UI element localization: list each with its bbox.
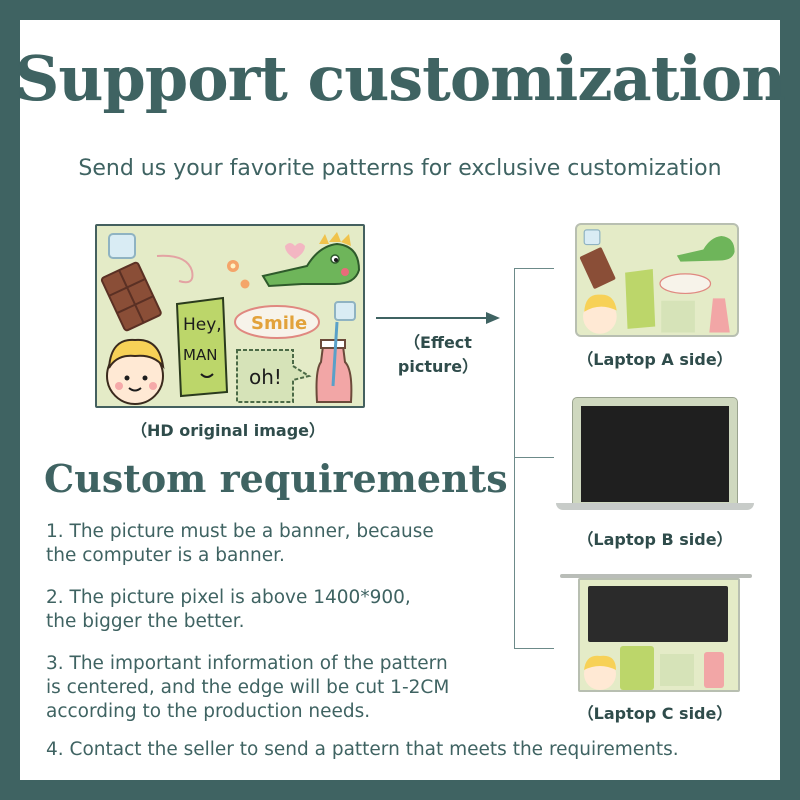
laptop-b-caption: （Laptop B side） <box>577 530 733 549</box>
requirement-4-line-1: 4. Contact the seller to send a pattern … <box>46 739 679 760</box>
effect-picture-caption: （Effect picture） <box>397 333 479 376</box>
laptop-a-caption: （Laptop A side） <box>577 350 733 369</box>
requirement-3-line-3: according to the production needs. <box>46 701 371 722</box>
requirement-item-1: 1. The picture must be a banner, because… <box>46 520 434 568</box>
cartoon-pattern-illustration: Hey, MAN Smile oh! <box>100 232 361 405</box>
requirement-item-4: 4. Contact the seller to send a pattern … <box>46 738 679 762</box>
bracket-tick-c <box>514 648 554 649</box>
bracket-tick-b <box>514 457 554 458</box>
requirements-heading: Custom requirements <box>44 456 508 501</box>
laptop-c-side-preview <box>578 578 740 692</box>
laptop-screen <box>581 406 729 502</box>
hd-original-caption: （HD original image） <box>130 421 326 440</box>
requirement-1-line-2: the computer is a banner. <box>46 545 285 566</box>
requirement-item-2: 2. The picture pixel is above 1400*900, … <box>46 586 411 634</box>
requirement-1-line-1: 1. The picture must be a banner, because <box>46 521 434 542</box>
hey-text: Hey, <box>183 315 222 335</box>
bracket-vertical <box>514 268 515 648</box>
oh-text: oh! <box>249 365 282 389</box>
arrow-right-icon <box>376 312 500 324</box>
requirement-3-line-1: 3. The important information of the patt… <box>46 653 448 674</box>
laptop-b-side-preview <box>572 397 738 505</box>
laptop-c-caption: （Laptop C side） <box>577 704 733 723</box>
requirement-2-line-2: the bigger the better. <box>46 611 245 632</box>
requirement-3-line-2: is centered, and the edge will be cut 1-… <box>46 677 450 698</box>
bracket-tick-a <box>514 268 554 269</box>
laptop-keyboard <box>588 586 728 642</box>
smile-text: Smile <box>251 313 307 334</box>
laptop-a-pattern <box>579 229 735 334</box>
hd-original-image: Hey, MAN Smile oh! <box>95 224 365 408</box>
page-subtitle: Send us your favorite patterns for exclu… <box>78 156 722 181</box>
page-title: Support customization <box>14 42 787 115</box>
laptop-a-side-preview <box>575 223 739 337</box>
requirement-item-3: 3. The important information of the patt… <box>46 652 449 724</box>
laptop-c-pattern <box>584 646 724 690</box>
laptop-b-base <box>556 503 754 510</box>
requirement-2-line-1: 2. The picture pixel is above 1400*900, <box>46 587 411 608</box>
man-text: MAN <box>183 346 217 364</box>
laptop-c-hinge <box>560 574 752 578</box>
